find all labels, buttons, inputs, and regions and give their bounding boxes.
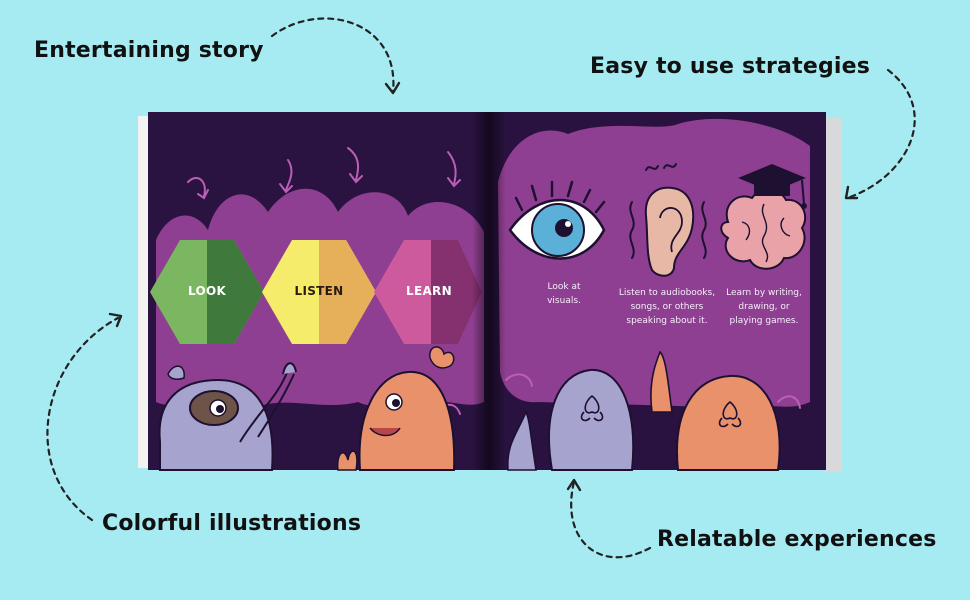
arrow-entertaining bbox=[270, 17, 395, 94]
ear-icon bbox=[629, 163, 707, 277]
callout-colorful-illustrations: Colorful illustrations bbox=[102, 511, 362, 536]
arrow-colorful bbox=[46, 316, 120, 522]
callout-entertaining-story: Entertaining story bbox=[34, 38, 264, 63]
hexagon-label-listen: LISTEN bbox=[294, 284, 344, 298]
caption-learn: Learn by writing, drawing, or playing ga… bbox=[726, 288, 802, 326]
brain-graduation-cap-icon bbox=[720, 164, 807, 270]
grey-character-back bbox=[507, 368, 635, 471]
orange-character bbox=[336, 346, 456, 471]
book-spread bbox=[138, 112, 842, 472]
callout-easy-strategies: Easy to use strategies bbox=[590, 54, 871, 79]
hexagon-label-look: LOOK bbox=[187, 284, 227, 298]
eye-icon bbox=[508, 180, 606, 260]
arrow-relatable bbox=[570, 480, 652, 559]
hexagon-look bbox=[150, 240, 264, 344]
callout-relatable-experiences: Relatable experiences bbox=[657, 527, 937, 552]
caption-look: Look at visuals. bbox=[547, 282, 581, 306]
hexagon-listen bbox=[262, 240, 376, 344]
orange-character-back bbox=[650, 350, 781, 471]
caption-listen: Listen to audiobooks, songs, or others s… bbox=[618, 288, 716, 326]
grey-character bbox=[158, 362, 297, 471]
hexagon-label-learn: LEARN bbox=[406, 284, 452, 298]
arrow-strategies bbox=[848, 68, 916, 199]
hexagon-learn bbox=[374, 240, 482, 344]
